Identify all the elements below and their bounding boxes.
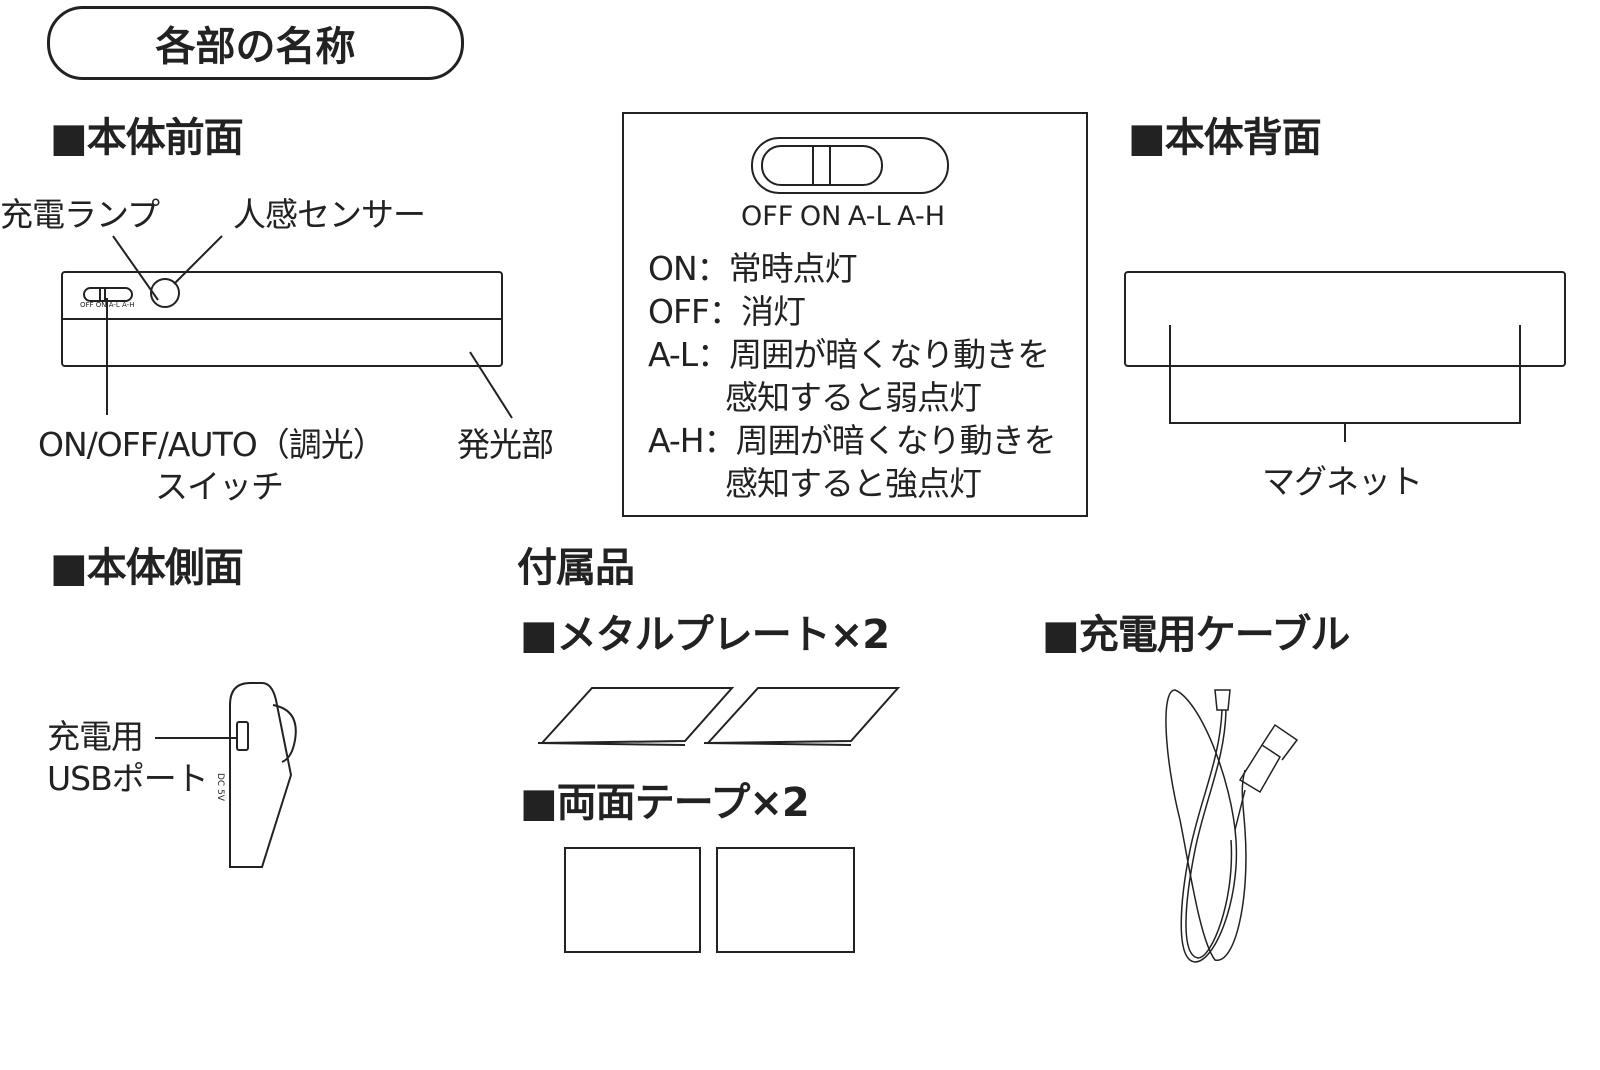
port-label: 充電用 [47,717,144,756]
back-heading: ■本体背面 [1128,115,1322,161]
mode-al: A-L：周囲が暗くなり動きを [648,335,1050,374]
magnet-label: マグネット [1262,462,1423,501]
front-body-drawing [61,235,513,419]
front-heading: ■本体前面 [50,115,244,161]
cable-heading: ■充電用ケーブル [1042,612,1350,658]
accessories-heading: 付属品 [517,545,635,591]
sensor-label: 人感センサー [233,195,426,234]
tape-drawing [564,847,855,953]
metal-plate-drawing [537,687,901,746]
page-title: 各部の名称 [47,6,464,80]
mode-ah-2: 感知すると強点灯 [725,464,982,503]
tape-heading: ■両面テープ×2 [520,780,810,826]
switch-label-2: スイッチ [155,467,284,506]
switch-drawing [751,137,949,194]
port-label-2: USBポート [47,759,209,798]
charge-lamp-label: 充電ランプ [0,195,160,234]
metal-plate-heading: ■メタルプレート×2 [520,612,890,658]
back-body-drawing [1124,271,1566,442]
dc-5v-text: DC 5V [215,773,225,801]
side-body-drawing [155,682,297,868]
mode-off: OFF：消灯 [648,292,806,331]
usb-cable-drawing [1165,689,1299,963]
mode-on: ON：常時点灯 [648,249,858,288]
mode-al-2: 感知すると弱点灯 [725,378,982,417]
mode-ah: A-H：周囲が暗くなり動きを [648,421,1057,460]
side-heading: ■本体側面 [50,545,244,591]
mode-description-box [622,112,1088,517]
light-label: 発光部 [457,425,554,464]
switch-positions-label: OFF ON A-L A-H [741,201,946,232]
switch-label: ON/OFF/AUTO（調光） [38,425,386,464]
